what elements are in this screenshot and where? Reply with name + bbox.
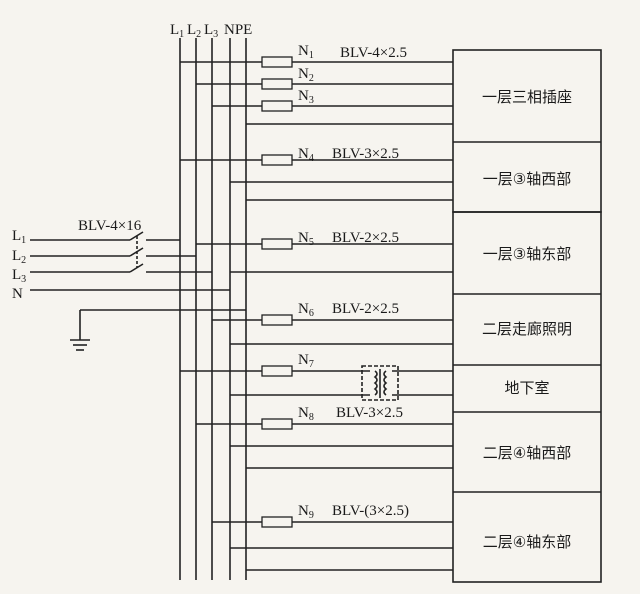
main-switch-symbol: [129, 231, 144, 273]
fuse-n3: [261, 100, 293, 112]
bus-bars: [179, 38, 247, 580]
load-boxes: [452, 49, 602, 583]
load-label-3: 一层③轴东部: [483, 245, 571, 263]
transformer-coil-1: [373, 370, 378, 396]
fuse-n4: [261, 154, 293, 166]
fuse-n2: [261, 78, 293, 90]
circuit-id-n7: N7: [298, 352, 314, 370]
fuse-n5: [261, 238, 293, 250]
circuit-cable-n6: BLV-2×2.5: [332, 301, 399, 317]
circuit-id-n5: N5: [298, 230, 314, 248]
circuit-cable-n5: BLV-2×2.5: [332, 230, 399, 246]
circuit-cable-n1: BLV-4×2.5: [340, 45, 407, 61]
bus-label-l3: L3: [204, 22, 218, 40]
incoming-cable-label: BLV-4×16: [78, 218, 142, 234]
circuit-id-n8: N8: [298, 405, 314, 423]
fuse-n1: [261, 56, 293, 68]
circuit-cable-n4: BLV-3×2.5: [332, 146, 399, 162]
bus-label-l2: L2: [187, 22, 201, 40]
bus-label-l1: L1: [170, 22, 184, 40]
load-box-2: [452, 211, 602, 583]
load-label-2: 一层③轴西部: [483, 170, 571, 188]
circuit-id-n4: N4: [298, 146, 314, 164]
circuit-cable-n8: BLV-3×2.5: [336, 405, 403, 421]
circuit-id-n6: N6: [298, 301, 314, 319]
incoming-label-l2: L2: [12, 248, 26, 266]
circuit-id-n2: N2: [298, 66, 314, 84]
fuse-n9: [261, 516, 293, 528]
incoming-label-l3: L3: [12, 267, 26, 285]
load-label-6: 二层④轴西部: [483, 444, 571, 462]
fuses: [261, 56, 293, 528]
fuse-n6: [261, 314, 293, 326]
fuse-n7: [261, 365, 293, 377]
load-label-1: 一层三相插座: [482, 88, 572, 106]
load-label-7: 二层④轴东部: [483, 533, 571, 551]
circuit-cable-n9: BLV-(3×2.5): [332, 503, 409, 519]
ground-symbol: [70, 309, 246, 351]
incoming-feeder: BLV-4×16 L1 L2 L3 N: [12, 218, 246, 351]
transformer-coil-2: [383, 370, 388, 396]
incoming-label-n: N: [12, 286, 23, 302]
bus-label-npe: NPE: [224, 22, 252, 38]
circuit-id-n1: N1: [298, 43, 314, 61]
fuse-n8: [261, 418, 293, 430]
transformer-symbol: [361, 365, 399, 401]
transformer-frame: [361, 365, 399, 401]
load-label-4: 二层走廊照明: [482, 320, 572, 338]
load-label-5: 地下室: [504, 379, 549, 397]
circuit-id-n3: N3: [298, 88, 314, 106]
circuit-id-n9: N9: [298, 503, 314, 521]
branch-wires: [180, 61, 453, 571]
incoming-label-l1: L1: [12, 228, 26, 246]
